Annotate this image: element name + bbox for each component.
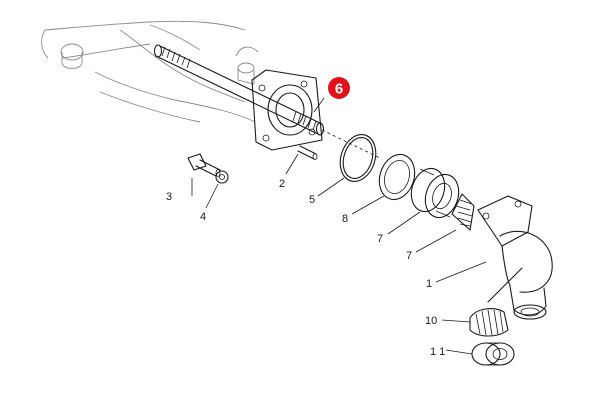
part-label-10: 10 xyxy=(425,315,437,327)
gearbox-housing-outline xyxy=(41,20,259,123)
part-label-4: 4 xyxy=(200,211,206,223)
callout-circle xyxy=(328,77,350,99)
bevel-gear-lower xyxy=(469,308,509,337)
pin xyxy=(297,145,318,160)
bevel-gear-upper xyxy=(451,193,475,231)
callout-badge-6: 6 xyxy=(328,77,350,99)
callout-label: 6 xyxy=(335,81,343,98)
flange-plate xyxy=(251,69,323,151)
part-label-1: 1 xyxy=(426,278,432,290)
bearing-lower xyxy=(471,342,515,366)
part-label-7: 7 xyxy=(406,250,412,262)
washer xyxy=(215,170,229,184)
shim-ring xyxy=(378,153,416,201)
o-ring xyxy=(339,134,377,182)
part-label-9: 8 xyxy=(342,213,348,225)
part-label-3: 3 xyxy=(166,191,172,203)
bolt xyxy=(187,153,221,177)
part-label-5: 5 xyxy=(309,194,315,206)
leader-lines xyxy=(191,97,487,355)
part-label-8: 7 xyxy=(377,233,383,245)
ball-bearing xyxy=(410,167,460,219)
angle-housing xyxy=(477,195,553,320)
part-label-11: 1 1 xyxy=(430,346,445,358)
part-label-2: 2 xyxy=(279,178,285,190)
splined-shaft xyxy=(153,44,381,159)
part-labels: 3 4 2 5 8 7 7 1 10 1 1 xyxy=(166,178,445,358)
